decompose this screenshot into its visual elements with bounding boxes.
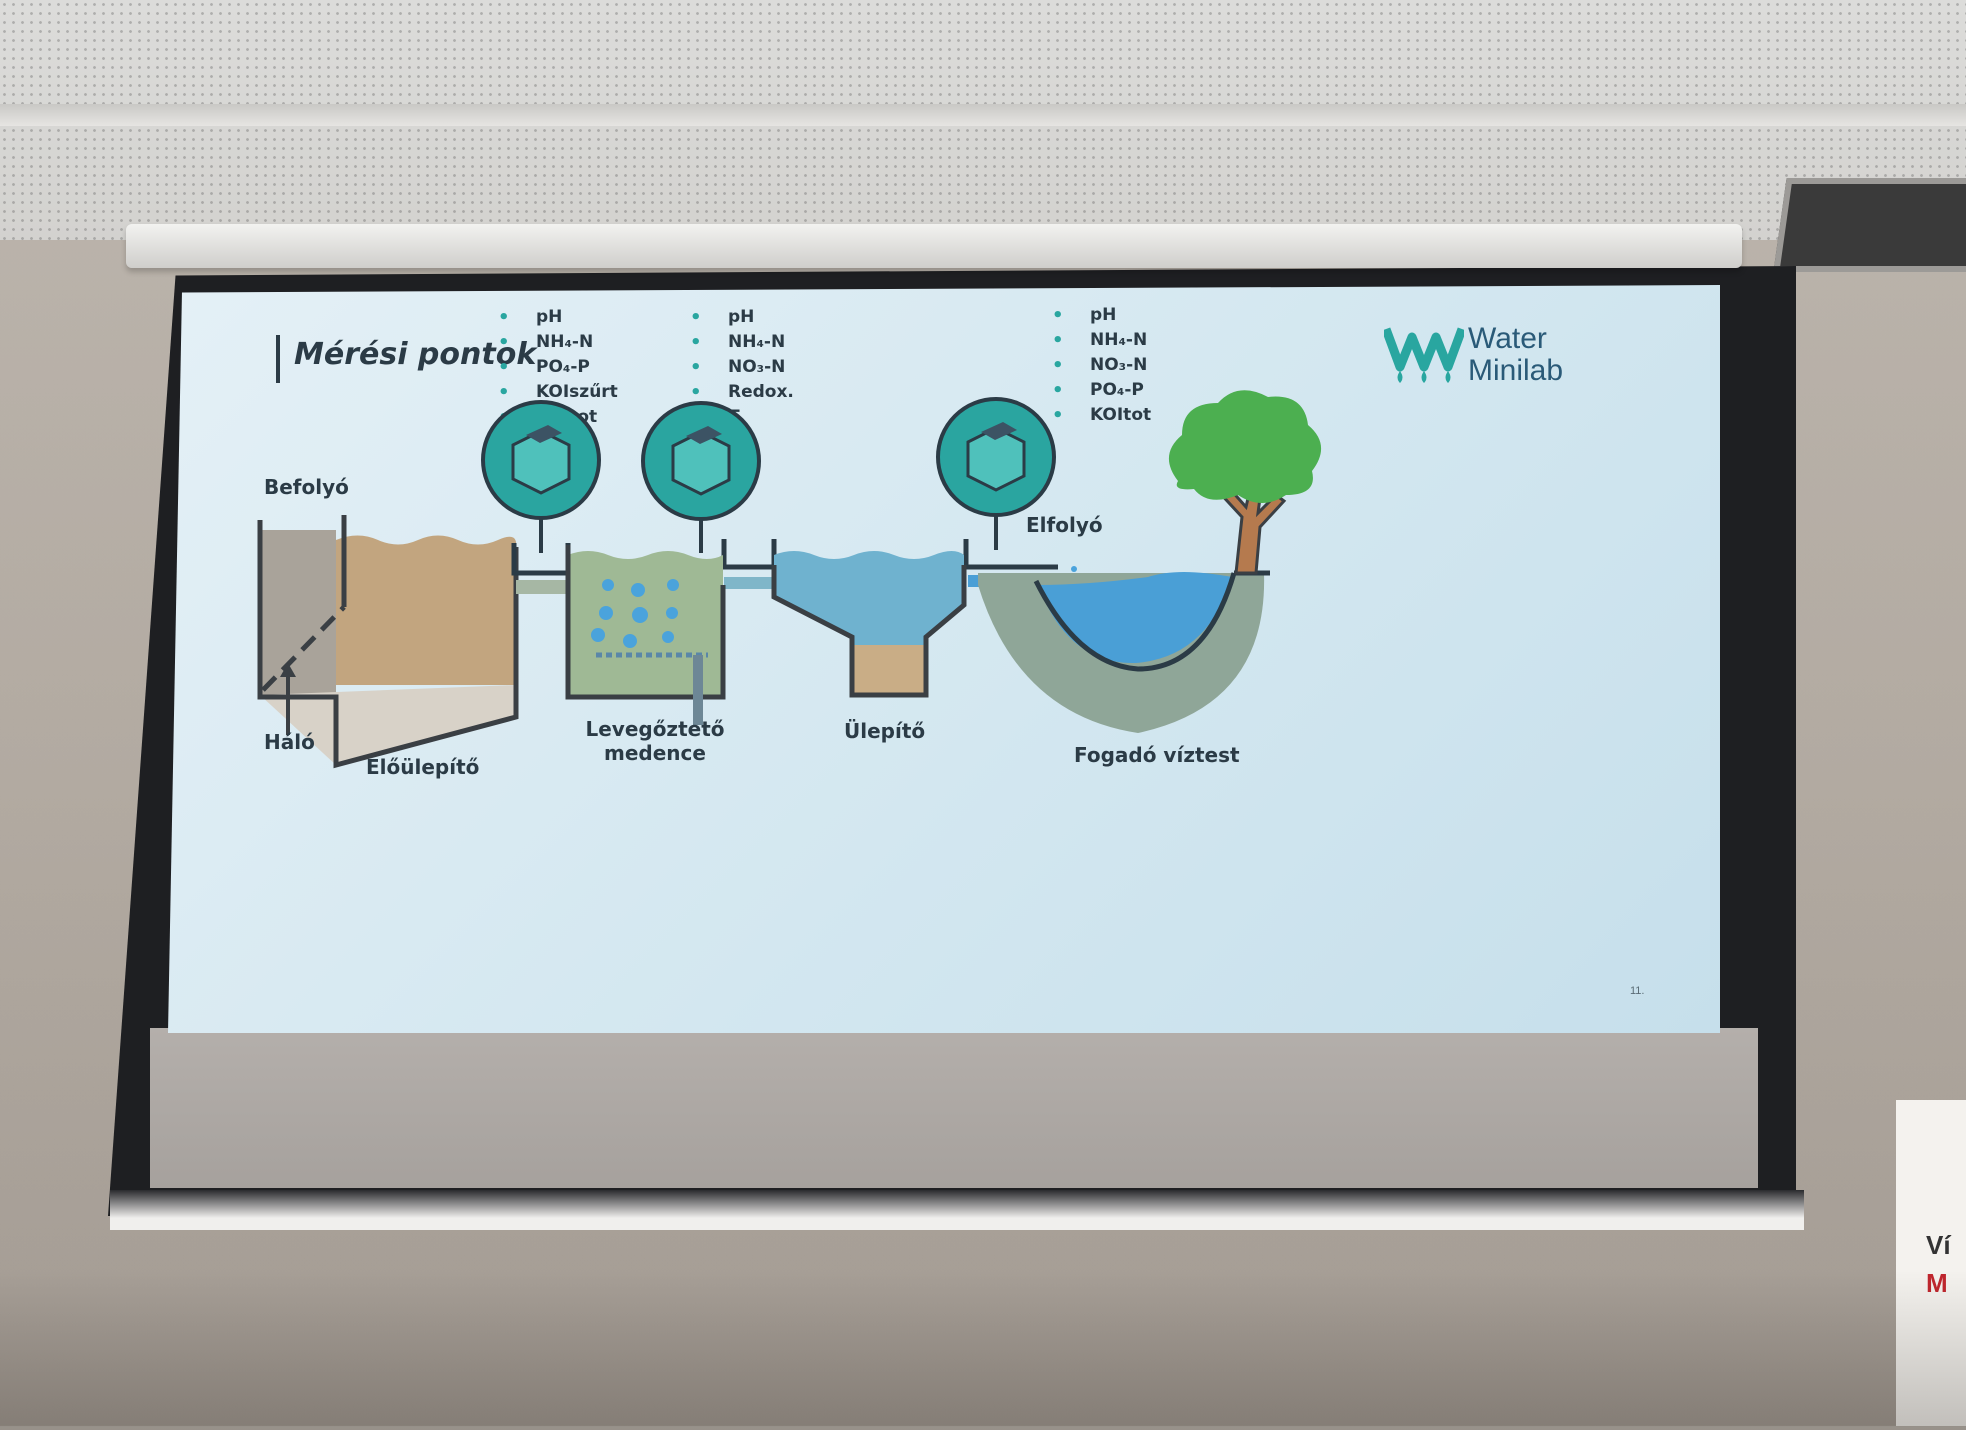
param-item: NO₃-N [690,355,794,380]
param-item: KOItot [1052,403,1151,428]
pipe-2 [721,539,777,589]
param-item: pH [1052,303,1151,328]
logo-line-2: Minilab [1468,354,1564,387]
label-inflow: Befolyó [264,475,349,499]
title-accent-bar [276,335,280,383]
param-item: PO₄-P [1052,378,1151,403]
screen-blank-area [150,1028,1758,1188]
param-item: KOIszűrt [498,380,618,405]
page-number: 11. [1630,985,1645,997]
label-aeration: Levegőztető medence [582,717,728,765]
slide-title: Mérési pontok [294,337,537,372]
screen-housing [126,224,1742,268]
param-item: PO₄-P [498,355,618,380]
presettler-tank [257,515,519,769]
wall-poster: Ví M [1896,1100,1966,1426]
screen-bottom-bar [110,1190,1804,1230]
projected-slide: Mérési pontok Water Minilab pH NH₄-N PO₄… [168,285,1720,1033]
param-item: NH₄-N [498,330,618,355]
ceiling-seam [0,104,1966,126]
param-item: Redox. [690,380,794,405]
label-outflow: Elfolyó [1026,513,1103,537]
label-receiving-water: Fogadó víztest [1074,743,1240,767]
param-item: pH [690,305,794,330]
logo-text: Water Minilab [1468,323,1563,387]
label-aeration-line-2: medence [604,741,706,765]
sensor-station-3 [936,397,1056,550]
water-minilab-logo: Water Minilab [1381,323,1624,393]
treatment-diagram [257,390,1322,769]
lower-wall-shadow [0,1270,1966,1430]
settler-tank [771,551,967,698]
tree-icon [1168,390,1322,575]
label-screen: Háló [264,730,315,754]
param-item: NH₄-N [1052,328,1151,353]
sensor-station-1 [481,400,601,553]
param-item: NO₃-N [1052,353,1151,378]
receiving-water-body [978,570,1270,733]
param-list-3: pH NH₄-N NO₃-N PO₄-P KOItot [1052,303,1151,428]
sensor-station-2 [641,401,761,553]
label-presettler: Előülepítő [366,755,480,779]
ceiling-vent [1773,178,1966,272]
label-aeration-line-1: Levegőztető [585,717,725,741]
logo-drops-icon [1381,327,1467,383]
aeration-basin [565,545,726,725]
param-item: pH [498,305,618,330]
poster-line-1: Ví [1926,1230,1951,1260]
param-item: NH₄-N [690,330,794,355]
poster-line-2: M [1926,1268,1948,1299]
label-settler: Ülepítő [844,719,926,743]
logo-line-1: Water [1468,322,1547,355]
